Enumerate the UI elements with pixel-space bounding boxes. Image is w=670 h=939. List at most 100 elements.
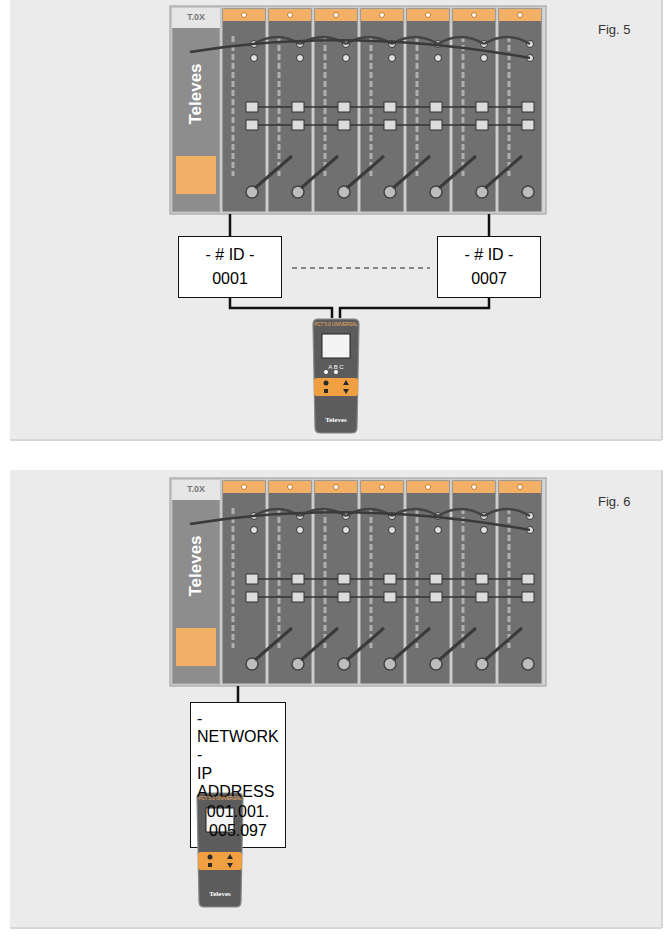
- ethernet-link: [350, 124, 384, 126]
- rj45-port: [522, 102, 534, 112]
- key: [227, 854, 233, 859]
- programmer-keypad: [314, 378, 358, 396]
- brand-logo: T.0X: [187, 12, 205, 22]
- programmer-screen: [322, 334, 350, 358]
- rj45-port: [522, 574, 534, 584]
- coax-link: [347, 156, 384, 188]
- panel-shadow: [10, 439, 662, 441]
- module-top: [269, 481, 311, 493]
- coax-link: [255, 628, 292, 660]
- coax-link: [255, 156, 292, 188]
- module-print: [462, 36, 465, 176]
- figure-panel: [10, 0, 662, 440]
- programmer-keypad: [198, 852, 242, 870]
- display-text: - # ID -: [206, 246, 255, 264]
- module-print: [278, 508, 281, 648]
- rj45-port: [292, 102, 304, 112]
- module-print: [508, 508, 511, 648]
- model-name: PCT 5.0 UNIVERSAL: [198, 797, 241, 802]
- headend-plate: [176, 156, 216, 194]
- rj45-port: [292, 120, 304, 130]
- headend-module: [172, 8, 220, 212]
- headend-rack: [170, 478, 546, 686]
- ethernet-link: [396, 106, 430, 108]
- cable-connector: [229, 214, 232, 236]
- ethernet-link: [488, 596, 522, 598]
- coax-link: [301, 156, 338, 188]
- loop-port: [251, 527, 258, 534]
- rj45-port: [292, 574, 304, 584]
- module-screw: [334, 485, 339, 490]
- headend-rack: T.0XTeleves: [170, 478, 546, 686]
- rj45-port: [430, 592, 442, 602]
- loop-port: [389, 527, 396, 534]
- rj45-port: [476, 592, 488, 602]
- module-top: [269, 9, 311, 21]
- figure-label: Fig. 6: [598, 494, 631, 509]
- ethernet-link: [396, 578, 430, 580]
- ethernet-link: [350, 596, 384, 598]
- module-print: [278, 36, 281, 176]
- key: [208, 863, 212, 867]
- rj45-port: [338, 102, 350, 112]
- cable-connector: [230, 298, 332, 318]
- key: [343, 389, 349, 394]
- panel-shadow: [10, 927, 662, 929]
- ethernet-link: [442, 124, 476, 126]
- rj45-port: [338, 574, 350, 584]
- rack-frame: [170, 478, 546, 686]
- figure-label: Fig. 5: [598, 22, 631, 37]
- display-text: 001.001.: [207, 803, 269, 821]
- ethernet-link: [396, 596, 430, 598]
- module-screw: [288, 13, 293, 18]
- coax-link: [393, 628, 430, 660]
- programmer-body: [313, 319, 359, 433]
- module-top: [223, 481, 265, 493]
- module-print: [324, 36, 327, 176]
- ethernet-link: [488, 578, 522, 580]
- rj45-port: [246, 102, 258, 112]
- figure-panel: [10, 470, 662, 928]
- display-text: 005.097: [209, 822, 267, 840]
- headend-rack: [170, 6, 546, 214]
- module-screw: [472, 13, 477, 18]
- ethernet-link: [304, 578, 338, 580]
- rj45-port: [476, 574, 488, 584]
- loop-port: [435, 527, 442, 534]
- loop-cable: [484, 509, 530, 516]
- coax-connector: [522, 186, 534, 198]
- coax-link: [439, 156, 476, 188]
- handheld-programmer: PCT 5.0 UNIVERSALA B CTeleves: [310, 318, 362, 434]
- display-text: - NETWORK -: [197, 710, 279, 764]
- text-anchor: Televes: [209, 891, 231, 898]
- model-name: PCT 5.0 UNIVERSAL: [314, 323, 357, 328]
- rj45-port: [476, 120, 488, 130]
- text-anchor: PCT 5.0 UNIVERSAL: [314, 323, 357, 328]
- module-screw: [288, 485, 293, 490]
- text-anchor: PCT 5.0 UNIVERSAL: [198, 797, 241, 802]
- module-top: [499, 9, 541, 21]
- ethernet-link: [304, 106, 338, 108]
- key: [334, 370, 338, 374]
- key: [324, 389, 328, 393]
- module-screw: [518, 485, 523, 490]
- rj45-port: [476, 102, 488, 112]
- text-anchor: Fig. 6: [598, 494, 631, 509]
- ethernet-link: [442, 106, 476, 108]
- module-screw: [518, 13, 523, 18]
- module-top: [315, 9, 357, 21]
- rj45-port: [430, 102, 442, 112]
- module-top: [499, 481, 541, 493]
- rj45-port: [522, 120, 534, 130]
- dashed-continuation: [292, 268, 430, 269]
- display-text: IP ADDRESS: [197, 765, 279, 801]
- programmer-body: [197, 793, 243, 907]
- loop-cable: [484, 37, 530, 44]
- loop-port: [435, 55, 442, 62]
- ethernet-link: [488, 106, 522, 108]
- brand-logo: T.0X: [187, 484, 205, 494]
- loop-cable: [438, 509, 484, 516]
- cable-connector: [340, 298, 489, 318]
- loop-port: [389, 55, 396, 62]
- headend-module: [172, 480, 220, 684]
